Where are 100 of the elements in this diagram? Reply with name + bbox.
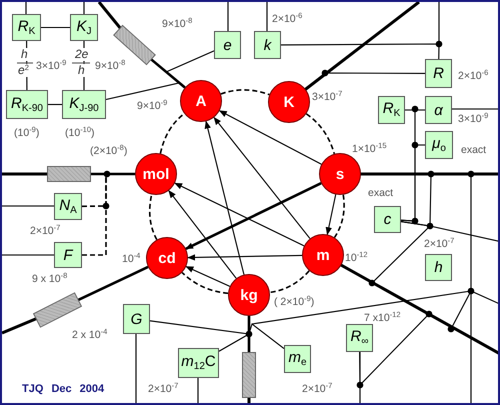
constant-box (284, 345, 311, 373)
uncertainty-label: 2×10$^{-7}$ (424, 237, 454, 251)
uncertainty-label: 3×10$^{-9}$ (36, 59, 66, 73)
constant-box (62, 90, 106, 119)
uncertainty-label: 10$^{-4}$ (122, 252, 140, 266)
unit-symbol: m (316, 248, 330, 262)
uncertainty-label: 3×10$^{-9}$ (458, 112, 488, 126)
dashed-line (148, 194, 158, 240)
constant-box (374, 206, 401, 233)
constant-symbol: R$_{K-90}$ (11, 96, 43, 114)
constant-box (425, 96, 452, 124)
dashed-line (334, 194, 345, 238)
uncertainty-label: 2×10$^{-7}$ (148, 382, 178, 396)
uncertainty-label: 2×10$^{-7}$ (30, 224, 60, 238)
constant-symbol: K$_{J}$ (76, 18, 92, 36)
connector-line (281, 43, 440, 59)
unit-symbol: kg (240, 288, 258, 302)
constant-symbol: R$_{K}$ (382, 101, 400, 119)
constant-symbol: h (434, 260, 443, 275)
uncertainty-label: (10$^{-10}$) (65, 126, 95, 140)
constant-symbol: c (384, 212, 392, 227)
dashed-line (182, 272, 228, 294)
dashed-line (220, 89, 270, 96)
constant-box (178, 348, 219, 378)
arrow (185, 182, 322, 250)
constant-box (425, 59, 452, 88)
constant-box (54, 242, 82, 268)
uncertainty-label: exact (368, 188, 394, 200)
uncertainty-label: 2×10$^{-6}$ (458, 69, 488, 83)
unit-symbol: mol (142, 166, 170, 182)
arrow (326, 194, 336, 236)
unit-circle (135, 153, 177, 195)
arrow (185, 266, 230, 287)
uncertainty-label: 9×10$^{-8}$ (95, 59, 126, 73)
constant-symbol: m$_{e}$ (288, 350, 307, 368)
unit-circle (228, 274, 270, 316)
constant-symbol: R$_{∞}$ (350, 329, 368, 347)
constant-box (425, 131, 453, 159)
bar-symbol (242, 352, 256, 398)
constant-box (214, 31, 241, 59)
uncertainty-label: 2×10$^{-6}$ (272, 12, 302, 26)
thick-line (91, 172, 135, 176)
constant-symbol: N$_{A}$ (59, 198, 77, 216)
unit-circle (268, 81, 310, 123)
constant-symbol: μ$_{o}$ (432, 136, 446, 154)
constant-symbol: K$_{J-90}$ (69, 96, 99, 114)
connector-line (41, 26, 70, 28)
unit-symbol: A (196, 94, 206, 108)
arrow (187, 254, 302, 261)
uncertainty-label: exact (461, 145, 486, 157)
unit-circle (302, 234, 344, 276)
formula-text: e$^{2}$ (18, 64, 29, 78)
constant-box (346, 324, 373, 352)
unit-symbol: cd (158, 250, 176, 266)
uncertainty-label: 9×10$^{-8}$ (162, 17, 192, 31)
uncertainty-label: 1×10$^{-15}$ (352, 142, 386, 156)
constant-box (12, 14, 41, 41)
formula-text: h (21, 48, 28, 62)
uncertainty-label: (10$^{-9}$) (14, 126, 40, 140)
author-date-note: TJQ Dec 2004 (22, 383, 104, 396)
constant-box (254, 31, 281, 59)
unit-symbol: K (284, 94, 294, 110)
formula-text: h (78, 64, 85, 78)
thick-line (78, 266, 149, 302)
thick-line (150, 58, 186, 89)
constant-box (6, 90, 48, 119)
dashed-line (270, 270, 310, 294)
uncertainty-label: 9 x 10$^{-8}$ (32, 272, 68, 286)
constant-symbol: R (433, 66, 444, 81)
arrow (204, 120, 244, 275)
constant-symbol: F (63, 248, 73, 262)
connector-line (400, 144, 425, 222)
bar-symbol (47, 166, 91, 182)
arrow (174, 182, 304, 246)
constant-symbol: G (130, 312, 142, 326)
arrow (218, 110, 322, 165)
constant-symbol: e (223, 38, 232, 52)
thick-line (248, 316, 250, 352)
uncertainty-label: 9×10$^{-9}$ (137, 99, 168, 113)
dashed-line (306, 113, 336, 154)
uncertainty-label: 3×10$^{-7}$ (312, 90, 342, 104)
constant-symbol: k (264, 38, 272, 52)
unit-symbol: s (336, 166, 344, 182)
unit-circle (319, 153, 361, 195)
constant-symbol: R$_{K}$ (18, 18, 36, 36)
arrow (168, 190, 237, 279)
uncertainty-label: 7 x10$^{-12}$ (364, 311, 401, 325)
connector-line (48, 104, 62, 106)
uncertainty-label: ( 2×10$^{-9}$) (274, 295, 314, 309)
arrow (214, 116, 310, 239)
constant-box (123, 304, 150, 334)
uncertainty-label: 2×10$^{-7}$ (302, 382, 332, 396)
uncertainty-label: 2 x 10$^{-4}$ (72, 328, 108, 342)
constant-symbol: α (434, 102, 443, 118)
unit-circle (146, 237, 188, 279)
uncertainty-label: 10$^{-12}$ (345, 251, 368, 265)
constant-box (425, 254, 452, 281)
unit-circle (180, 80, 222, 122)
constant-box (70, 14, 98, 41)
constant-symbol: m$_{12}$C (181, 354, 216, 372)
